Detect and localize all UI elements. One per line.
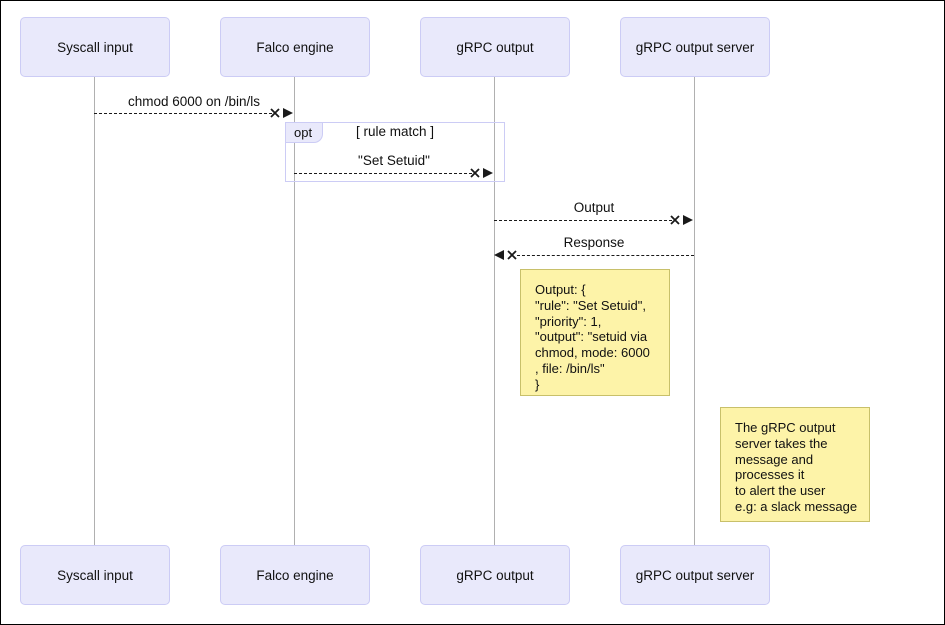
message-line-set-setuid xyxy=(294,173,472,174)
message-label-response: Response xyxy=(563,235,625,250)
lifeline-grpc-output-server xyxy=(694,77,695,545)
lifeline-grpc-output xyxy=(494,77,495,545)
fragment-operator-label: opt xyxy=(294,125,313,140)
found-marker-icon-response xyxy=(506,249,518,261)
message-label-output: Output xyxy=(573,200,615,215)
message-label-chmod: chmod 6000 on /bin/ls xyxy=(127,94,261,109)
participant-grpc-output-server-bottom[interactable]: gRPC output server xyxy=(620,545,770,605)
combined-fragment-opt: opt [ rule match ] xyxy=(285,122,505,182)
message-label-set-setuid: "Set Setuid" xyxy=(358,153,430,168)
lifeline-syscall-input xyxy=(94,77,95,545)
arrowhead-icon-output xyxy=(683,215,693,225)
participant-syscall-input-top[interactable]: Syscall input xyxy=(20,17,170,77)
participant-label: gRPC output server xyxy=(635,39,755,55)
arrowhead-icon-set-setuid xyxy=(483,168,493,178)
lost-marker-icon-set-setuid xyxy=(469,167,481,179)
arrowhead-icon-response xyxy=(494,250,504,260)
participant-syscall-input-bottom[interactable]: Syscall input xyxy=(20,545,170,605)
message-line-output xyxy=(494,220,672,221)
fragment-operator-tab: opt xyxy=(286,123,324,143)
note-output-json: Output: { "rule": "Set Setuid", "priorit… xyxy=(520,269,670,396)
participant-label: Falco engine xyxy=(256,39,334,55)
participant-label: gRPC output server xyxy=(635,567,755,583)
participant-label: Syscall input xyxy=(57,567,133,583)
participant-grpc-output-server-top[interactable]: gRPC output server xyxy=(620,17,770,77)
participant-grpc-output-bottom[interactable]: gRPC output xyxy=(420,545,570,605)
message-line-chmod xyxy=(94,113,272,114)
participant-label: Syscall input xyxy=(57,39,133,55)
arrowhead-icon-chmod xyxy=(283,108,293,118)
fragment-condition-label: [ rule match ] xyxy=(356,124,435,139)
participant-grpc-output-top[interactable]: gRPC output xyxy=(420,17,570,77)
note-server-processing: The gRPC output server takes the message… xyxy=(720,407,870,522)
participant-label: Falco engine xyxy=(256,567,334,583)
lost-marker-icon-output xyxy=(669,214,681,226)
message-line-response xyxy=(517,255,694,256)
lost-marker-icon-chmod xyxy=(269,107,281,119)
participant-falco-engine-top[interactable]: Falco engine xyxy=(220,17,370,77)
participant-label: gRPC output xyxy=(456,567,534,583)
participant-falco-engine-bottom[interactable]: Falco engine xyxy=(220,545,370,605)
lifeline-falco-engine xyxy=(294,77,295,545)
participant-label: gRPC output xyxy=(456,39,534,55)
